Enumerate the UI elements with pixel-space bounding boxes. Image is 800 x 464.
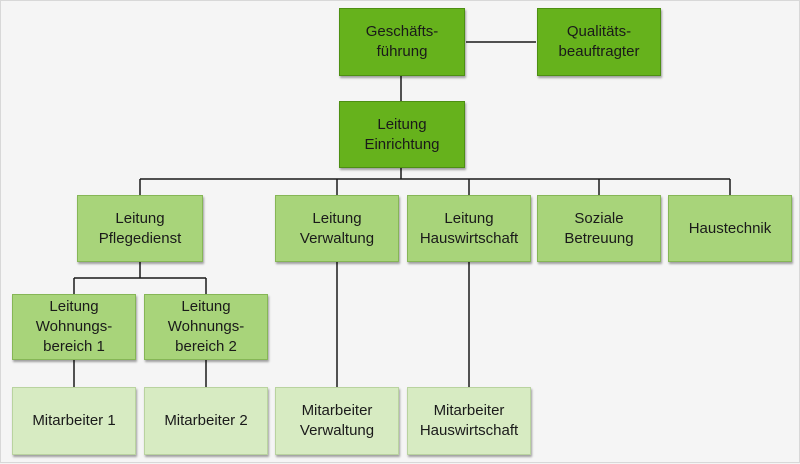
node-leitung-pflegedienst: Leitung Pflegedienst bbox=[77, 195, 203, 262]
node-mitarbeiter-1: Mitarbeiter 1 bbox=[12, 387, 136, 455]
node-geschaeftsfuehrung: Geschäfts- führung bbox=[339, 8, 465, 76]
node-haustechnik: Haustechnik bbox=[668, 195, 792, 262]
node-mitarbeiter-hauswirtschaft: Mitarbeiter Hauswirtschaft bbox=[407, 387, 531, 455]
node-leitung-einrichtung: Leitung Einrichtung bbox=[339, 101, 465, 168]
node-qualitaetsbeauftragter: Qualitäts- beauftragter bbox=[537, 8, 661, 76]
node-soziale-betreuung: Soziale Betreuung bbox=[537, 195, 661, 262]
node-leitung-verwaltung: Leitung Verwaltung bbox=[275, 195, 399, 262]
node-mitarbeiter-2: Mitarbeiter 2 bbox=[144, 387, 268, 455]
node-leitung-hauswirtschaft: Leitung Hauswirtschaft bbox=[407, 195, 531, 262]
node-mitarbeiter-verwaltung: Mitarbeiter Verwaltung bbox=[275, 387, 399, 455]
node-leitung-wohnbereich-1: Leitung Wohnungs- bereich 1 bbox=[12, 294, 136, 360]
node-leitung-wohnbereich-2: Leitung Wohnungs- bereich 2 bbox=[144, 294, 268, 360]
